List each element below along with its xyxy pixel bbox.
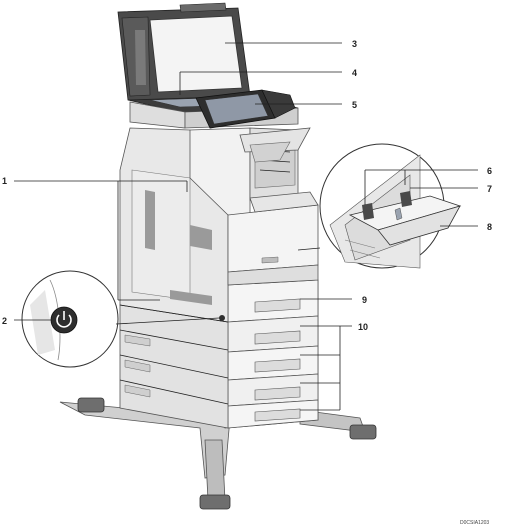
main-power-switch[interactable] <box>219 315 225 321</box>
paper-guides[interactable] <box>362 191 412 220</box>
callout-9: 9 <box>362 295 367 305</box>
power-switch-magnifier <box>21 270 225 368</box>
callout-4: 4 <box>352 68 357 78</box>
callout-6: 6 <box>487 166 492 176</box>
paper-tray-5 <box>227 399 319 429</box>
paper-tray-1 <box>227 279 319 323</box>
tray-side-face <box>119 304 229 429</box>
leader-lines <box>14 42 478 411</box>
callout-1-bracket <box>14 180 188 301</box>
callout-8: 8 <box>487 222 492 232</box>
bypass-tray <box>348 195 462 246</box>
callout-2: 2 <box>2 316 7 326</box>
output-tray <box>239 127 311 163</box>
side-vent-lower <box>170 225 212 305</box>
side-vent-upper <box>145 190 155 250</box>
paper-tray-stack <box>227 279 319 429</box>
callout-10: 10 <box>358 322 368 332</box>
adf-lid <box>117 2 251 101</box>
figure-code: D0CSIA1203 <box>460 520 489 526</box>
callout-3: 3 <box>352 39 357 49</box>
paper-tray-2 <box>227 315 319 353</box>
main-unit-front <box>227 191 319 286</box>
callout-labels: 1 2 3 4 5 6 7 8 9 10 <box>2 39 492 332</box>
power-icon[interactable] <box>50 306 78 334</box>
callout-5: 5 <box>352 100 357 110</box>
callout-7: 7 <box>487 184 492 194</box>
callout-1: 1 <box>2 176 7 186</box>
bypass-tray-magnifier <box>297 143 462 269</box>
